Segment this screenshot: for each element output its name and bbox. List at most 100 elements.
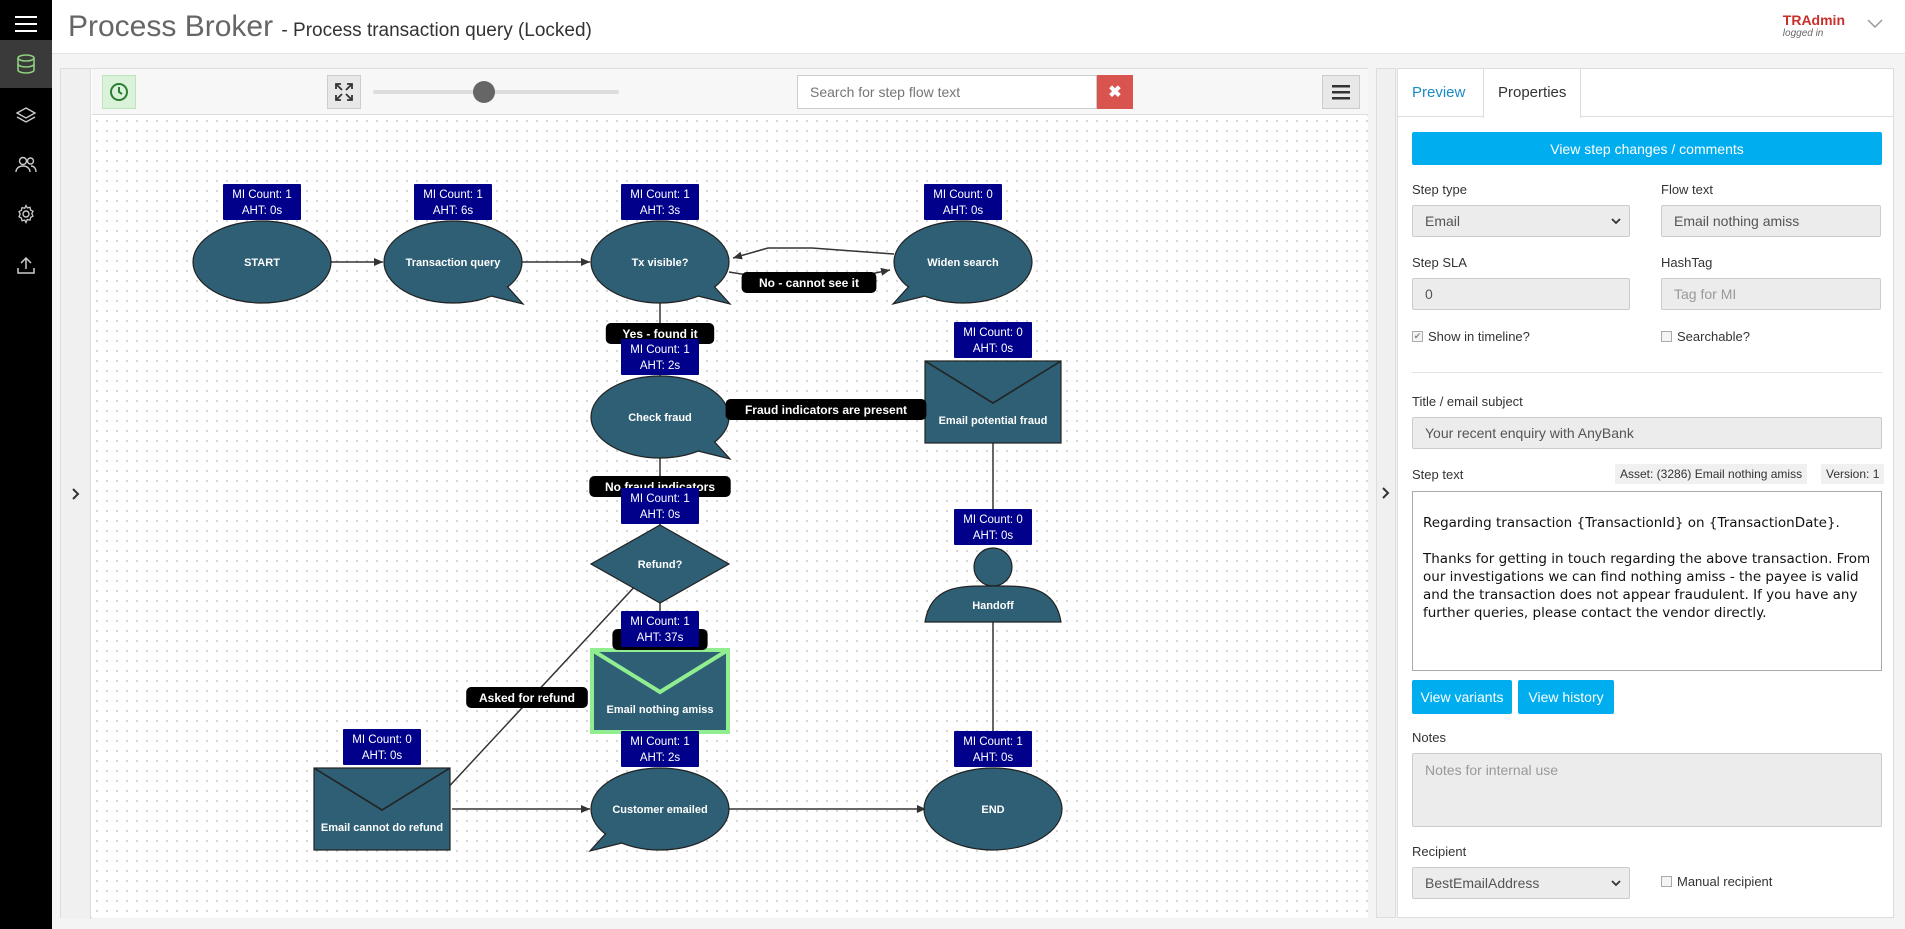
aht-text: AHT: 0s <box>640 509 681 521</box>
node-label: Check fraud <box>628 412 692 424</box>
node-shape-person[interactable] <box>924 585 1062 623</box>
node-shape-ellipse[interactable] <box>923 767 1063 851</box>
node-label: START <box>244 257 280 269</box>
canvas-menu-button[interactable] <box>1322 75 1360 109</box>
expand-icon <box>335 83 353 101</box>
searchable-label: Searchable? <box>1677 329 1750 344</box>
flow-node-checkfraud[interactable]: Check fraud <box>590 375 732 461</box>
notes-field[interactable]: Notes for internal use <box>1412 753 1882 827</box>
mi-badge-box <box>954 509 1032 545</box>
flow-node-handoff[interactable]: Handoff <box>924 547 1062 623</box>
envelope-flap <box>924 360 1062 404</box>
flow-node-custemailed[interactable]: Customer emailed <box>588 767 730 853</box>
timeline-button[interactable] <box>102 75 136 109</box>
flow-node-txquery[interactable]: Transaction query <box>383 220 525 306</box>
flow-text-label: Flow text <box>1661 182 1714 197</box>
step-type-value: Email <box>1425 213 1461 229</box>
checkbox-unchecked-icon[interactable] <box>1661 331 1672 342</box>
zoom-slider[interactable] <box>373 81 619 103</box>
hashtag-field[interactable]: Tag for MI <box>1661 278 1881 310</box>
recipient-select[interactable]: BestEmailAddress <box>1412 867 1630 899</box>
page-title: Process Broker - Process transaction que… <box>68 10 592 44</box>
aht-text: AHT: 0s <box>242 205 283 217</box>
properties-panel: Preview Properties View step changes / c… <box>1397 68 1894 918</box>
layers-icon[interactable] <box>0 91 52 139</box>
fit-to-screen-button[interactable] <box>327 75 361 109</box>
flow-diagram-area[interactable]: START Transaction query Tx visible? Widen s… <box>92 116 1368 918</box>
step-type-label: Step type <box>1412 182 1467 197</box>
node-shape-speech-fill <box>592 377 728 457</box>
gear-icon[interactable] <box>0 190 52 238</box>
upload-icon[interactable] <box>0 241 52 289</box>
checkbox-checked-icon[interactable]: ✔ <box>1412 331 1423 342</box>
view-history-button[interactable]: View history <box>1518 680 1614 714</box>
zoom-slider-thumb[interactable] <box>472 81 495 103</box>
edge-label-asked-refund: Asked for refund <box>466 687 588 708</box>
step-text-editor[interactable]: Regarding transaction {TransactionId} on… <box>1412 491 1882 671</box>
speech-tail <box>891 283 926 306</box>
chevron-down-icon[interactable] <box>1867 16 1883 34</box>
tab-properties[interactable]: Properties <box>1483 69 1582 118</box>
tab-preview[interactable]: Preview <box>1412 84 1466 101</box>
recipient-value: BestEmailAddress <box>1425 875 1540 891</box>
speech-tail <box>490 283 525 306</box>
panel-tabs: Preview Properties <box>1398 69 1893 118</box>
edge-label-fraud-present: Fraud indicators are present <box>725 399 927 420</box>
node-shape-speech-fill <box>385 222 521 302</box>
edge-label-no-cannot-see: No - cannot see it <box>741 272 877 293</box>
view-variants-button[interactable]: View variants <box>1412 680 1512 714</box>
node-shape-ellipse[interactable] <box>192 220 332 304</box>
hamburger-icon <box>1332 85 1350 100</box>
step-sla-field[interactable]: 0 <box>1412 278 1630 310</box>
recipient-label: Recipient <box>1412 844 1467 859</box>
flow-node-end[interactable]: END <box>923 767 1063 851</box>
edge-label-yes-found: Yes - found it <box>605 323 715 344</box>
checkbox-unchecked-icon[interactable] <box>1661 876 1672 887</box>
close-icon: ✖ <box>1108 84 1122 101</box>
manual-recipient-checkbox[interactable]: Manual recipient <box>1661 874 1772 889</box>
database-icon[interactable] <box>0 40 52 88</box>
clear-search-button[interactable]: ✖ <box>1097 75 1133 109</box>
flow-nodes: START Transaction query Tx visible? Widen s… <box>192 220 1063 853</box>
title-field[interactable]: Your recent enquiry with AnyBank <box>1412 417 1882 449</box>
user-name[interactable]: TRAdmin <box>1782 12 1845 28</box>
step-text-paragraph-1: Regarding transaction {TransactionId} on… <box>1423 515 1840 531</box>
mi-badge-box <box>924 184 1002 220</box>
node-label: Tx visible? <box>632 257 689 269</box>
hamburger-menu-icon[interactable] <box>0 0 52 48</box>
flow-text-field[interactable]: Email nothing amiss <box>1661 205 1881 237</box>
person-head <box>973 547 1013 587</box>
aht-text: AHT: 2s <box>640 360 681 372</box>
users-icon[interactable] <box>0 141 52 189</box>
step-type-select[interactable]: Email <box>1412 205 1630 237</box>
chevron-down-icon <box>1611 218 1621 225</box>
collapse-left-button[interactable] <box>61 69 91 919</box>
mi-count-text: MI Count: 0 <box>933 189 992 201</box>
flow-diagram: START Transaction query Tx visible? Widen s… <box>192 184 1063 853</box>
aht-text: AHT: 6s <box>433 205 474 217</box>
searchable-checkbox[interactable]: Searchable? <box>1661 329 1750 344</box>
view-step-changes-button[interactable]: View step changes / comments <box>1412 132 1882 165</box>
mi-count-text: MI Count: 1 <box>423 189 482 201</box>
flow-node-emailnothing[interactable]: Email nothing amiss <box>590 648 730 734</box>
flow-node-start[interactable]: START <box>192 220 332 304</box>
mi-count-text: MI Count: 1 <box>630 736 689 748</box>
collapse-right-button[interactable] <box>1376 68 1396 918</box>
title-label: Title / email subject <box>1412 394 1523 409</box>
flow-node-emailcannot[interactable]: Email cannot do refund <box>313 767 451 851</box>
user-menu[interactable]: TRAdmin logged in <box>1783 12 1845 39</box>
flow-node-widen[interactable]: Widen search <box>891 220 1033 306</box>
show-in-timeline-checkbox[interactable]: ✔ Show in timeline? <box>1412 329 1530 344</box>
mi-count-text: MI Count: 1 <box>630 344 689 356</box>
node-shape-diamond[interactable] <box>589 524 731 604</box>
flow-node-emailfraud[interactable]: Email potential fraud <box>924 360 1062 444</box>
speech-tail <box>697 283 732 306</box>
flow-node-txvisible[interactable]: Tx visible? <box>590 220 732 306</box>
flow-node-refund[interactable]: Refund? <box>589 524 731 604</box>
step-search-input[interactable] <box>797 75 1097 109</box>
node-label: Transaction query <box>406 257 502 269</box>
